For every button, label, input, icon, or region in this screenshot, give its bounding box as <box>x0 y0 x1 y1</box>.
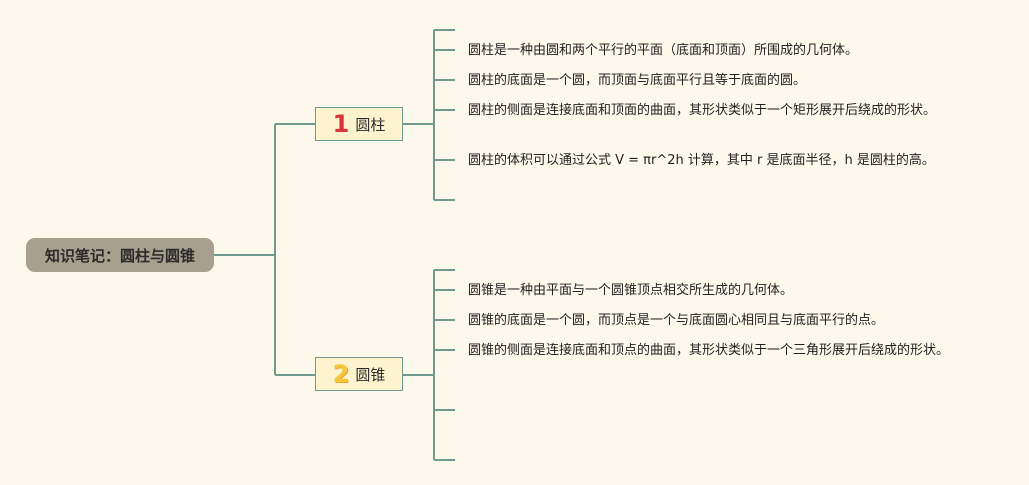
number-one-icon: 1 <box>332 110 350 138</box>
number-two-icon: 2 <box>332 360 350 388</box>
root-title: 知识笔记：圆柱与圆锥 <box>44 246 195 265</box>
leaf-node[interactable]: 圆柱的侧面是连接底面和顶面的曲面，其形状类似于一个矩形展开后绕成的形状。 <box>468 103 937 118</box>
topic-label: 圆锥 <box>355 365 386 384</box>
leaf-node[interactable]: 圆锥是一种由平面与一个圆锥顶点相交所生成的几何体。 <box>468 283 794 298</box>
leaf-node[interactable]: 圆锥的底面是一个圆，而顶点是一个与底面圆心相同且与底面平行的点。 <box>468 313 885 328</box>
leaf-node[interactable]: 圆柱的底面是一个圆，而顶面与底面平行且等于底面的圆。 <box>468 73 807 88</box>
root-node[interactable]: 知识笔记：圆柱与圆锥 <box>26 238 214 272</box>
topic-node-cylinder[interactable]: 1 圆柱 <box>315 107 403 141</box>
leaf-node[interactable]: 圆柱是一种由圆和两个平行的平面（底面和顶面）所围成的几何体。 <box>468 43 859 58</box>
topic-node-cone[interactable]: 2 圆锥 <box>315 357 403 391</box>
topic-label: 圆柱 <box>355 115 386 134</box>
leaf-node[interactable]: 圆锥的侧面是连接底面和顶点的曲面，其形状类似于一个三角形展开后绕成的形状。 <box>468 343 950 358</box>
leaf-node[interactable]: 圆柱的体积可以通过公式 V = πr^2h 计算，其中 r 是底面半径，h 是圆… <box>468 153 935 168</box>
